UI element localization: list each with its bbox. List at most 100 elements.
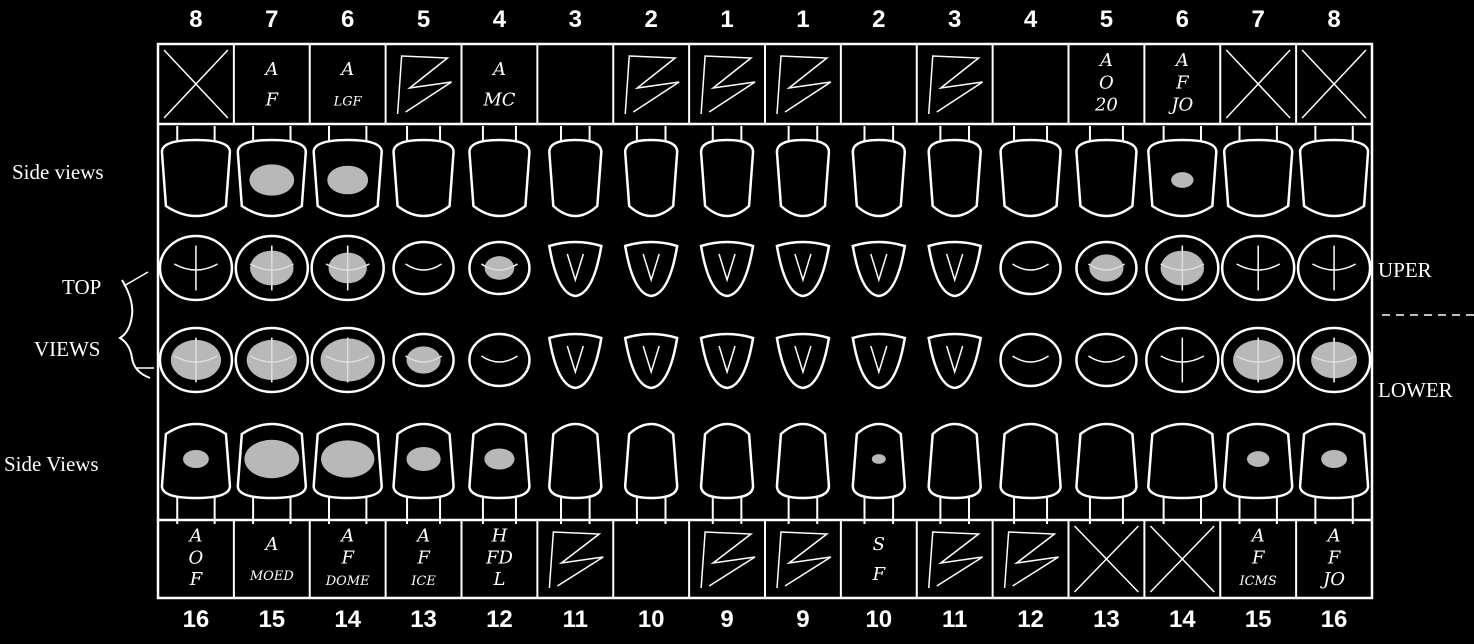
- filling: [250, 251, 293, 286]
- handwritten-note: MOED: [249, 569, 294, 584]
- filling: [406, 447, 440, 471]
- upper-box-3: ALGF: [333, 44, 386, 124]
- upper-top-tooth-8: [701, 242, 753, 296]
- handwritten-note: MC: [482, 90, 515, 111]
- upper-side-tooth-11: [929, 126, 981, 216]
- upper-box-13: AO20: [1094, 44, 1144, 124]
- lower-top-tooth-16: [1298, 328, 1370, 392]
- filling: [406, 346, 440, 373]
- crown-outline: [625, 424, 677, 498]
- filling: [249, 164, 294, 195]
- upper-side-tooth-13: [1076, 126, 1136, 216]
- upper-box-5: AMC: [482, 44, 537, 124]
- handwritten-note: F: [1175, 72, 1190, 93]
- lower-top-tooth-12: [1001, 334, 1061, 386]
- lower-top-tooth-10: [853, 334, 905, 388]
- crown-outline: [469, 140, 529, 216]
- filling: [244, 440, 299, 478]
- handwritten-note: A: [415, 526, 430, 547]
- lower-top-tooth-4: [394, 334, 454, 386]
- handwritten-note: ICE: [410, 574, 436, 589]
- filling: [1311, 342, 1357, 379]
- upper-top-tooth-11: [929, 242, 981, 296]
- upper-top-tooth-1: [160, 236, 232, 300]
- crown-outline: [162, 140, 230, 216]
- upper-top-tooth-2: [236, 236, 308, 300]
- lower-box-11: [929, 520, 993, 598]
- scribble-mark: [701, 56, 755, 114]
- upper-side-tooth-2: [238, 126, 306, 216]
- upper-side-tooth-3: [314, 126, 382, 216]
- handwritten-note: JO: [1167, 95, 1193, 116]
- upper-top-tooth-4: [394, 242, 454, 294]
- handwritten-note: F: [340, 547, 355, 568]
- upper-side-tooth-14: [1148, 126, 1216, 216]
- handwritten-note: F: [1327, 547, 1342, 568]
- lower-side-tooth-11: [929, 424, 981, 524]
- crown-outline: [549, 140, 601, 216]
- lower-box-4: AFICE: [410, 520, 461, 598]
- crown-outline: [777, 424, 829, 498]
- scribble-mark: [929, 56, 983, 114]
- filling: [1233, 340, 1283, 380]
- lower-box-13: [1075, 520, 1145, 598]
- filling: [321, 440, 374, 477]
- lower-box-16: AFJO: [1319, 520, 1372, 598]
- handwritten-note: DOME: [325, 574, 370, 589]
- tooth-outline: [1001, 334, 1061, 386]
- tooth-outline: [853, 334, 905, 388]
- tooth-outline: [701, 334, 753, 388]
- crown-outline: [777, 140, 829, 216]
- upper-top-tooth-6: [549, 242, 601, 296]
- crown-outline: [929, 140, 981, 216]
- upper-top-tooth-12: [1001, 242, 1061, 294]
- chart-frame: [158, 44, 1372, 598]
- crown-outline: [1076, 424, 1136, 498]
- tooth-outline: [853, 242, 905, 296]
- tooth-outline: [549, 334, 601, 388]
- scribble-mark: [929, 532, 983, 588]
- upper-side-tooth-4: [394, 126, 454, 216]
- handwritten-note: F: [872, 564, 887, 585]
- tooth-outline: [625, 242, 677, 296]
- lower-box-2: AMOED: [249, 520, 310, 598]
- crown-outline: [1224, 140, 1292, 216]
- tooth-outline: [777, 242, 829, 296]
- lower-box-10: SF: [872, 520, 917, 598]
- lower-top-tooth-8: [701, 334, 753, 388]
- upper-top-tooth-13: [1076, 242, 1136, 294]
- lower-side-tooth-1: [162, 424, 230, 524]
- crown-outline: [853, 140, 905, 216]
- upper-top-tooth-7: [625, 242, 677, 296]
- upper-side-tooth-1: [162, 126, 230, 216]
- handwritten-note: ICMS: [1239, 574, 1277, 589]
- handwritten-note: F: [265, 90, 280, 111]
- lower-box-9: [777, 520, 841, 598]
- filling: [1161, 251, 1204, 286]
- lower-box-15: AFICMS: [1239, 520, 1297, 598]
- handwritten-note: S: [873, 534, 885, 555]
- tooth-outline: [1001, 242, 1061, 294]
- lower-side-tooth-9: [777, 424, 829, 524]
- lower-side-tooth-15: [1224, 424, 1292, 524]
- tooth-outline: [549, 242, 601, 296]
- handwritten-note: FD: [485, 547, 513, 568]
- upper-side-tooth-9: [777, 126, 829, 216]
- handwritten-note: A: [1250, 526, 1265, 547]
- lower-top-tooth-15: [1222, 328, 1294, 392]
- upper-box-4: [398, 44, 462, 124]
- tooth-outline: [929, 242, 981, 296]
- annotation-boxes: AFALGFAMCAO20AFJOAOFAMOEDAFDOMEAFICEHFDL…: [164, 44, 1372, 598]
- handwritten-note: H: [491, 526, 508, 547]
- handwritten-note: A: [263, 59, 278, 80]
- top-arrow: [124, 272, 148, 286]
- lower-side-tooth-7: [625, 424, 677, 524]
- upper-box-8: [701, 44, 765, 124]
- lower-top-tooth-14: [1146, 328, 1218, 392]
- lower-top-tooth-11: [929, 334, 981, 388]
- tooth-outline: [394, 242, 454, 294]
- upper-box-1: [164, 44, 234, 124]
- scribble-mark: [398, 56, 452, 114]
